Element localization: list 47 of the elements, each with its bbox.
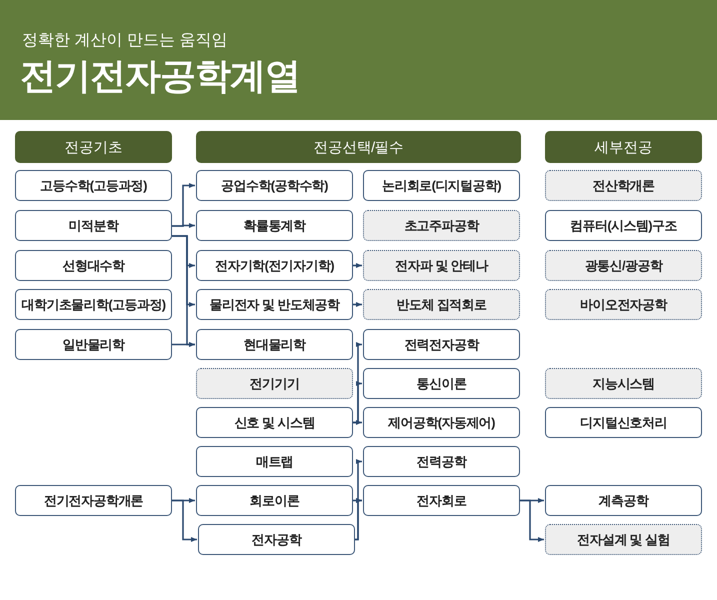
course-box: 공업수학(공학수학) <box>196 170 353 201</box>
course-box: 바이오전자공학 <box>545 289 702 320</box>
course-box: 대학기초물리학(고등과정) <box>15 289 172 320</box>
arrow <box>172 223 195 228</box>
course-box: 신호 및 시스템 <box>196 407 353 438</box>
course-box: 논리회로(디지털공학) <box>363 170 520 201</box>
arrow <box>353 381 362 424</box>
arrow <box>353 263 362 268</box>
course-box: 일반물리학 <box>15 329 172 360</box>
course-box: 초고주파공학 <box>363 210 520 241</box>
title-text: 전기전자공학계열 <box>20 54 300 98</box>
course-box: 선형대수학 <box>15 250 172 281</box>
course-box: 확률통계학 <box>196 210 353 241</box>
column-header: 세부전공 <box>545 131 702 163</box>
course-box: 전자기학(전기자기학) <box>196 250 353 281</box>
subtitle-text: 정확한 계산이 만드는 움직임 <box>22 31 228 51</box>
arrow <box>172 500 197 542</box>
column-header: 전공기초 <box>15 131 172 163</box>
course-box: 전자파 및 안테나 <box>363 250 520 281</box>
course-box: 통신이론 <box>363 368 520 399</box>
course-box: 고등수학(고등과정) <box>15 170 172 201</box>
arrow <box>353 420 362 425</box>
arrow <box>520 500 544 542</box>
course-box: 물리전자 및 반도체공학 <box>196 289 353 320</box>
course-box: 전자설계 및 실험 <box>545 524 702 555</box>
arrow <box>353 498 362 503</box>
course-box: 전산학개론 <box>545 170 702 201</box>
course-box: 제어공학(자동제어) <box>363 407 520 438</box>
course-box: 전자공학 <box>198 524 355 555</box>
course-box: 지능시스템 <box>545 368 702 399</box>
course-box: 회로이론 <box>196 485 353 516</box>
course-box: 매트랩 <box>196 446 353 477</box>
course-box: 광통신/광공학 <box>545 250 702 281</box>
course-box: 전력공학 <box>363 446 520 477</box>
course-box: 현대물리학 <box>196 329 353 360</box>
course-box: 계측공학 <box>545 485 702 516</box>
course-box: 전기기기 <box>196 368 353 399</box>
course-box: 전자회로 <box>363 485 520 516</box>
course-box: 디지털신호처리 <box>545 407 702 438</box>
course-box: 미적분학 <box>15 210 172 241</box>
arrow <box>172 342 195 347</box>
course-box: 전기전자공학개론 <box>15 485 172 516</box>
column-header: 전공선택/필수 <box>196 131 521 163</box>
course-box: 반도체 집적회로 <box>363 289 520 320</box>
arrow <box>353 302 362 307</box>
course-box: 컴퓨터(시스템)구조 <box>545 210 702 241</box>
course-box: 전력전자공학 <box>363 329 520 360</box>
